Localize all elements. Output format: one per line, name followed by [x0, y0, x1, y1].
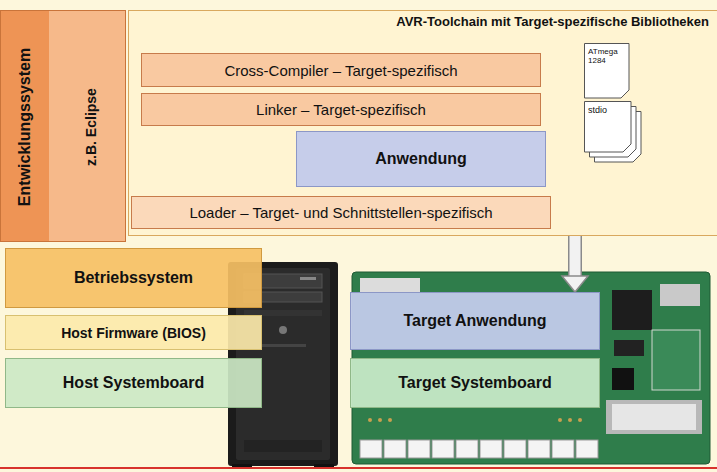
- layer-box: Host Firmware (BIOS): [5, 315, 262, 350]
- layer-box: Target Anwendung: [350, 292, 600, 350]
- node-label: Cross-Compiler – Target-spezifisch: [224, 62, 457, 79]
- node-label: z.B. Eclipse: [83, 88, 99, 166]
- process-box: Linker – Target-spezifisch: [141, 93, 541, 126]
- node-label: Target Systemboard: [398, 374, 552, 392]
- application-box: Anwendung: [296, 131, 546, 187]
- node-label: stdio: [588, 105, 628, 115]
- node-label: Entwicklungssystem: [16, 48, 34, 206]
- library-document: ATmega 1284: [584, 43, 630, 99]
- node-label: Host Firmware (BIOS): [61, 325, 206, 341]
- node-label: Betriebssystem: [74, 269, 193, 287]
- process-box: Loader – Target- und Schnittstellen-spez…: [131, 196, 551, 229]
- node-label: Host Systemboard: [63, 374, 204, 392]
- node-label: Anwendung: [375, 150, 467, 168]
- node-label: ATmega 1284: [588, 47, 626, 65]
- toolchain-box: AVR-Toolchain mit Target-spezifische Bib…: [128, 10, 717, 236]
- arrow-head: [562, 276, 588, 292]
- rule-line: [0, 467, 717, 469]
- node-label: AVR-Toolchain mit Target-spezifische Bib…: [396, 14, 709, 29]
- node-label: Target Anwendung: [403, 312, 546, 330]
- node-label: Linker – Target-spezifisch: [256, 101, 426, 118]
- node-label: Loader – Target- und Schnittstellen-spez…: [189, 204, 492, 221]
- system-band: Entwicklungssystem z.B. Eclipse: [0, 10, 126, 242]
- layer-box: Target Systemboard: [350, 358, 600, 408]
- layer-box: Betriebssystem: [5, 248, 262, 308]
- process-box: Cross-Compiler – Target-spezifisch: [141, 53, 541, 87]
- layer-box: Host Systemboard: [5, 358, 262, 408]
- library-document: stdio: [584, 101, 642, 163]
